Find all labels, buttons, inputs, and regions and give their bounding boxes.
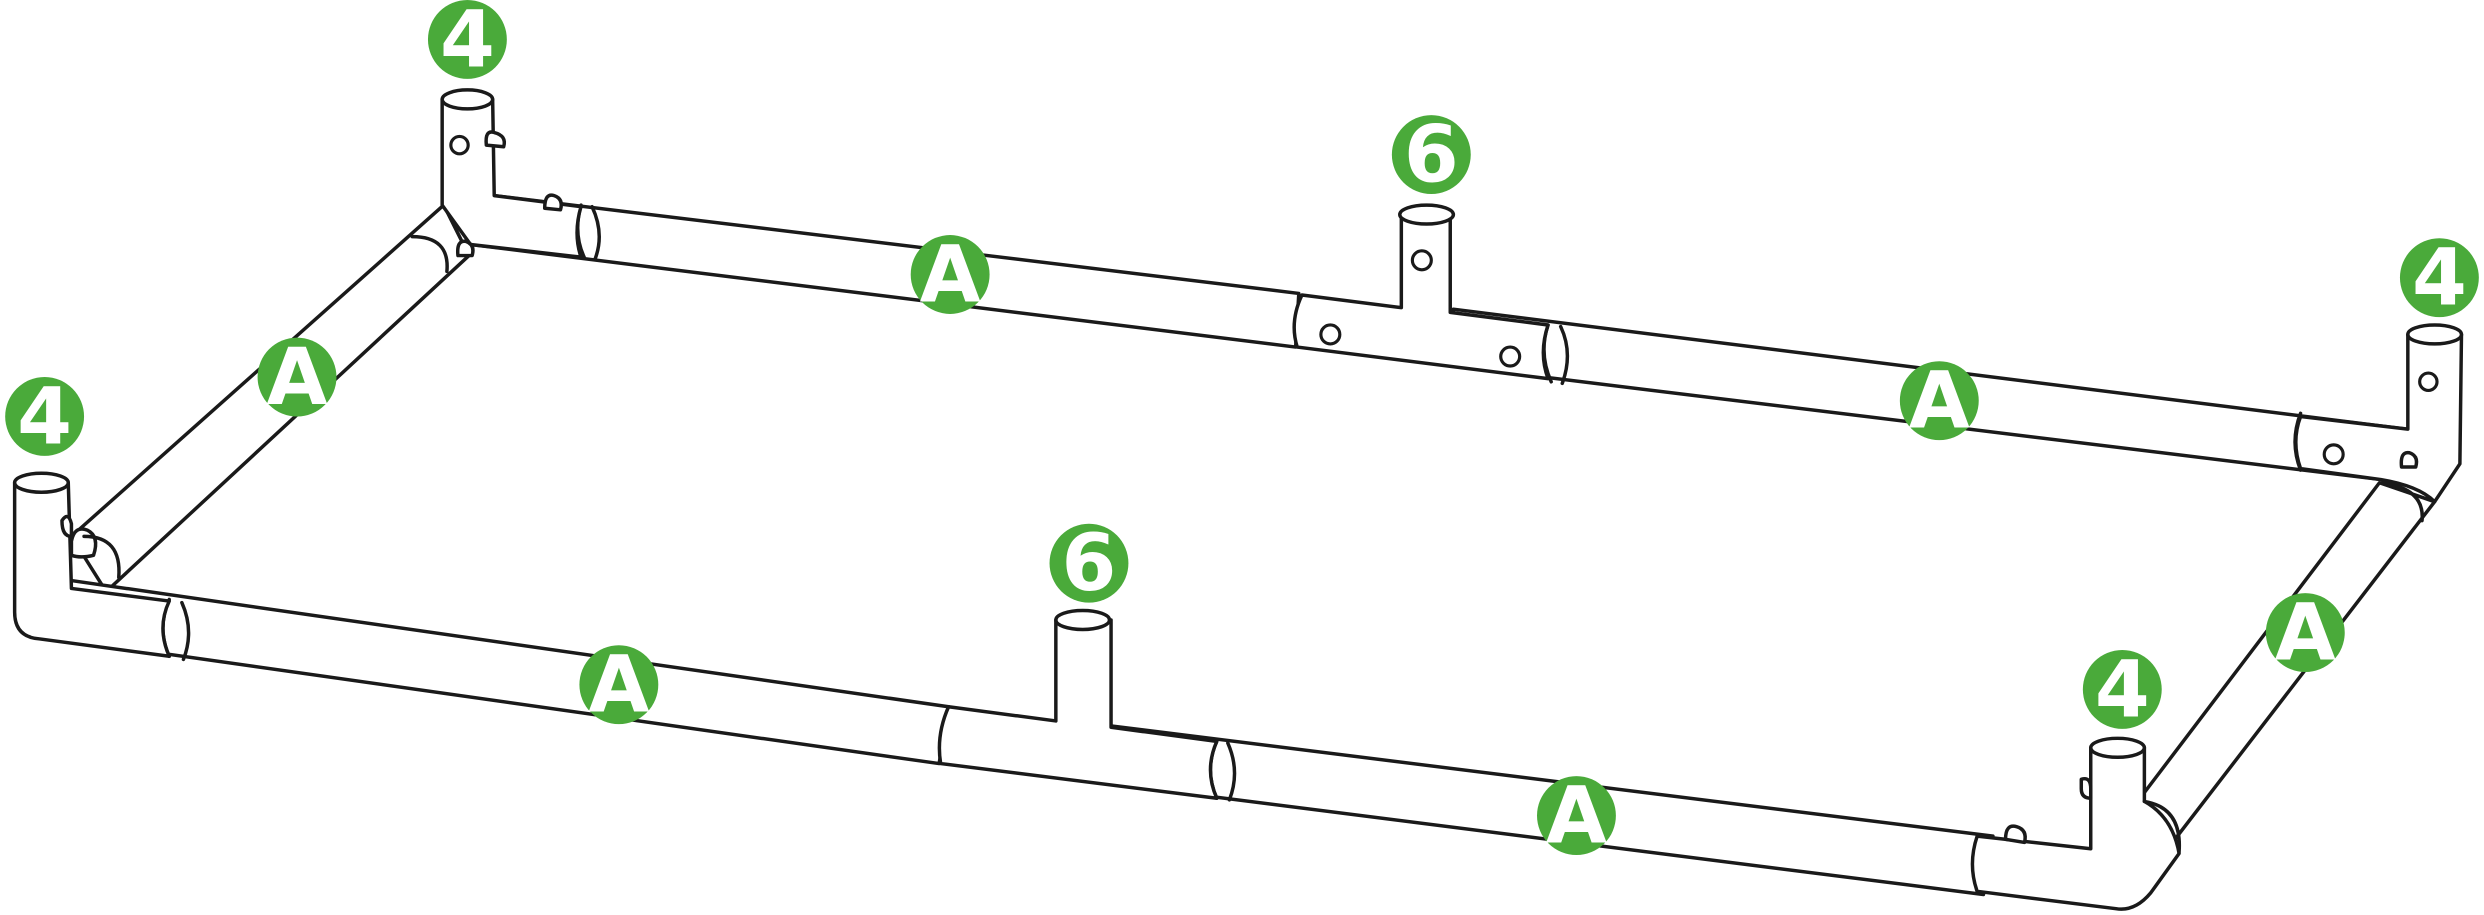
- badge-label: 4: [17, 370, 72, 462]
- badge-pipe-left-side: A: [257, 331, 337, 423]
- badge-label: A: [267, 331, 328, 423]
- badge-label: 6: [1404, 109, 1459, 201]
- badge-label: A: [2275, 587, 2336, 679]
- badge-pipe-right-side: A: [2265, 587, 2345, 679]
- badge-label: 4: [440, 0, 495, 85]
- badge-label: 4: [2412, 232, 2467, 324]
- badge-circle: [427, 0, 507, 79]
- badge-corner-front-right: 4: [2082, 643, 2162, 735]
- badge-circle: [2082, 649, 2162, 729]
- corner-fitting-back-left: [440, 88, 583, 259]
- badge-pipe-back-left: A: [910, 229, 990, 321]
- corner-fitting-front-left: [12, 471, 171, 659]
- badge-pipe-front-right: A: [1537, 770, 1616, 862]
- pipe-back-left: [468, 193, 1301, 349]
- badge-label: 4: [2095, 643, 2150, 735]
- badge-tee-front: 6: [1049, 517, 1129, 609]
- badge-corner-back-left: 4: [427, 0, 507, 85]
- badge-circle: [1537, 776, 1616, 856]
- badge-tee-back: 6: [1391, 109, 1471, 201]
- badge-circle: [910, 235, 990, 314]
- badge-pipe-back-right: A: [1899, 355, 1979, 447]
- badge-circle: [1391, 115, 1471, 195]
- badge-circle: [579, 645, 659, 725]
- badge-label: A: [588, 639, 649, 731]
- badge-circle: [2399, 238, 2479, 318]
- tee-fitting-back: [1292, 203, 1550, 381]
- badge-circle: [2265, 593, 2345, 673]
- badge-label: 6: [1062, 517, 1117, 609]
- badge-label: A: [920, 229, 981, 321]
- badge-label: A: [1546, 770, 1607, 862]
- badge-circle: [1049, 523, 1129, 603]
- badge-corner-front-left: 4: [5, 370, 85, 462]
- badge-circle: [257, 337, 337, 417]
- badge-circle: [5, 377, 85, 456]
- corner-fitting-front-right: [1970, 736, 2182, 911]
- badge-circle: [1899, 361, 1979, 441]
- tee-fitting-front: [937, 608, 1219, 800]
- badge-corner-back-right: 4: [2399, 232, 2479, 324]
- corner-fitting-back-right: [2294, 323, 2464, 504]
- badge-pipe-front-left: A: [579, 639, 659, 731]
- badge-label: A: [1909, 355, 1970, 447]
